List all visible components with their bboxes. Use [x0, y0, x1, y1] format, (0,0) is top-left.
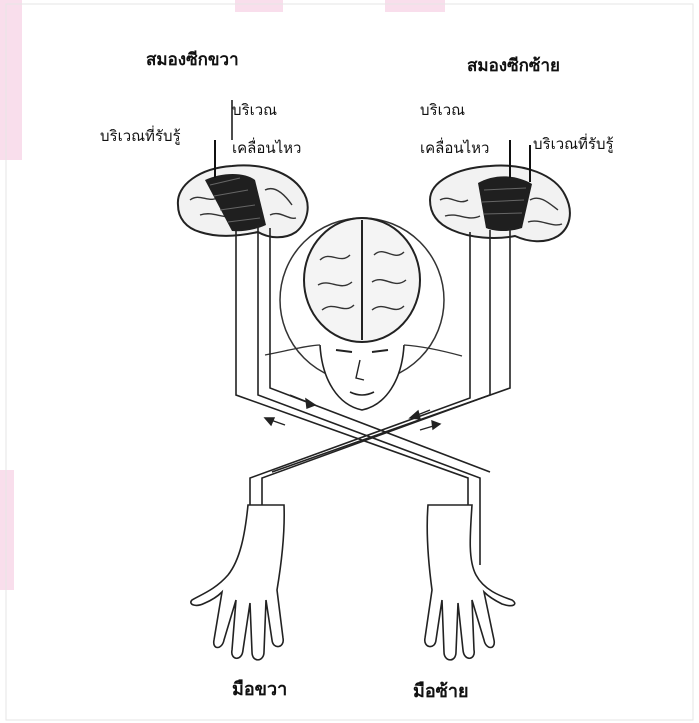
- left-hemisphere-sensory-label: บริเวณที่รับรู้: [533, 132, 614, 156]
- head-icon: [265, 218, 462, 410]
- left-hemisphere-motor-label-line2: เคลื่อนไหว: [420, 136, 489, 160]
- left-hemisphere-motor-label-line1: บริเวณ: [420, 98, 465, 122]
- right-hemisphere-brain-icon: [178, 165, 308, 237]
- right-hemisphere-motor-label-line2: เคลื่อนไหว: [232, 136, 301, 160]
- right-hand-icon: [191, 505, 284, 660]
- left-hand-label: มือซ้าย: [413, 676, 469, 705]
- left-hemisphere-brain-icon: [430, 166, 570, 242]
- right-hemisphere-sensory-label: บริเวณที่รับรู้: [100, 124, 181, 148]
- left-hand-icon: [425, 505, 515, 660]
- right-hand-label: มือขวา: [232, 674, 287, 703]
- right-hemisphere-title: สมองซีกขวา: [146, 46, 239, 73]
- left-hemisphere-title: สมองซีกซ้าย: [467, 52, 560, 79]
- right-hemisphere-motor-label-line1: บริเวณ: [232, 98, 277, 122]
